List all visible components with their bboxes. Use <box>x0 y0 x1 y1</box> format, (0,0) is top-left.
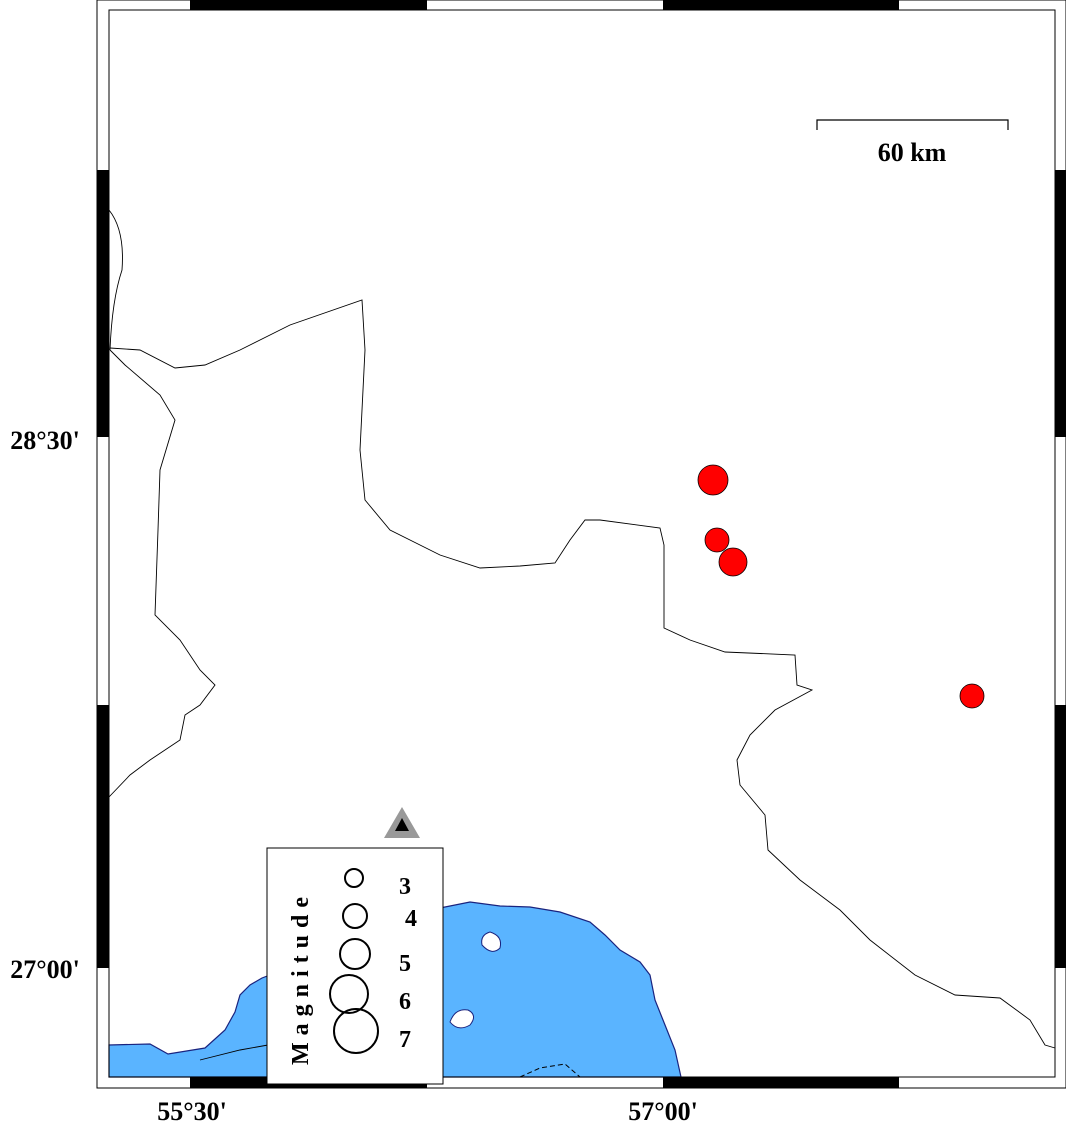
legend-label-5: 5 <box>399 951 411 977</box>
legend-label-7: 7 <box>399 1027 411 1053</box>
legend-label-6: 6 <box>399 989 411 1015</box>
island <box>481 931 501 952</box>
legend-circle-7 <box>333 1008 379 1054</box>
legend-circle-4 <box>342 903 368 929</box>
sea-left <box>108 974 271 1078</box>
scale-bar-label: 60 km <box>878 138 947 167</box>
lat-label-28-30: 28°30' <box>10 426 80 455</box>
lon-label-57-00: 57°00' <box>628 1097 698 1126</box>
lat-label-27-00: 27°00' <box>10 955 80 984</box>
earthquake-event-marker[interactable] <box>704 527 730 553</box>
scale-bar <box>816 119 1009 130</box>
station-triangle-icon[interactable] <box>384 807 420 838</box>
sea-right <box>439 901 682 1078</box>
earthquake-event-marker[interactable] <box>959 683 985 709</box>
legend-circle-3 <box>344 868 364 888</box>
magnitude-legend: Magnitude 3 4 5 6 7 <box>266 847 444 1085</box>
border-dashed <box>519 1063 581 1078</box>
legend-circle-5 <box>339 938 371 970</box>
island <box>449 1009 474 1029</box>
map-inner-frame <box>108 9 1056 1078</box>
earthquake-event-marker[interactable] <box>718 547 748 577</box>
legend-circle-6 <box>329 974 369 1014</box>
legend-title: Magnitude <box>288 890 314 1065</box>
province-boundaries <box>108 209 1056 1061</box>
legend-label-3: 3 <box>399 874 411 900</box>
legend-label-4: 4 <box>405 906 417 932</box>
map-frame <box>96 0 1066 1089</box>
lon-label-55-30: 55°30' <box>157 1097 227 1126</box>
earthquake-event-marker[interactable] <box>697 464 729 496</box>
